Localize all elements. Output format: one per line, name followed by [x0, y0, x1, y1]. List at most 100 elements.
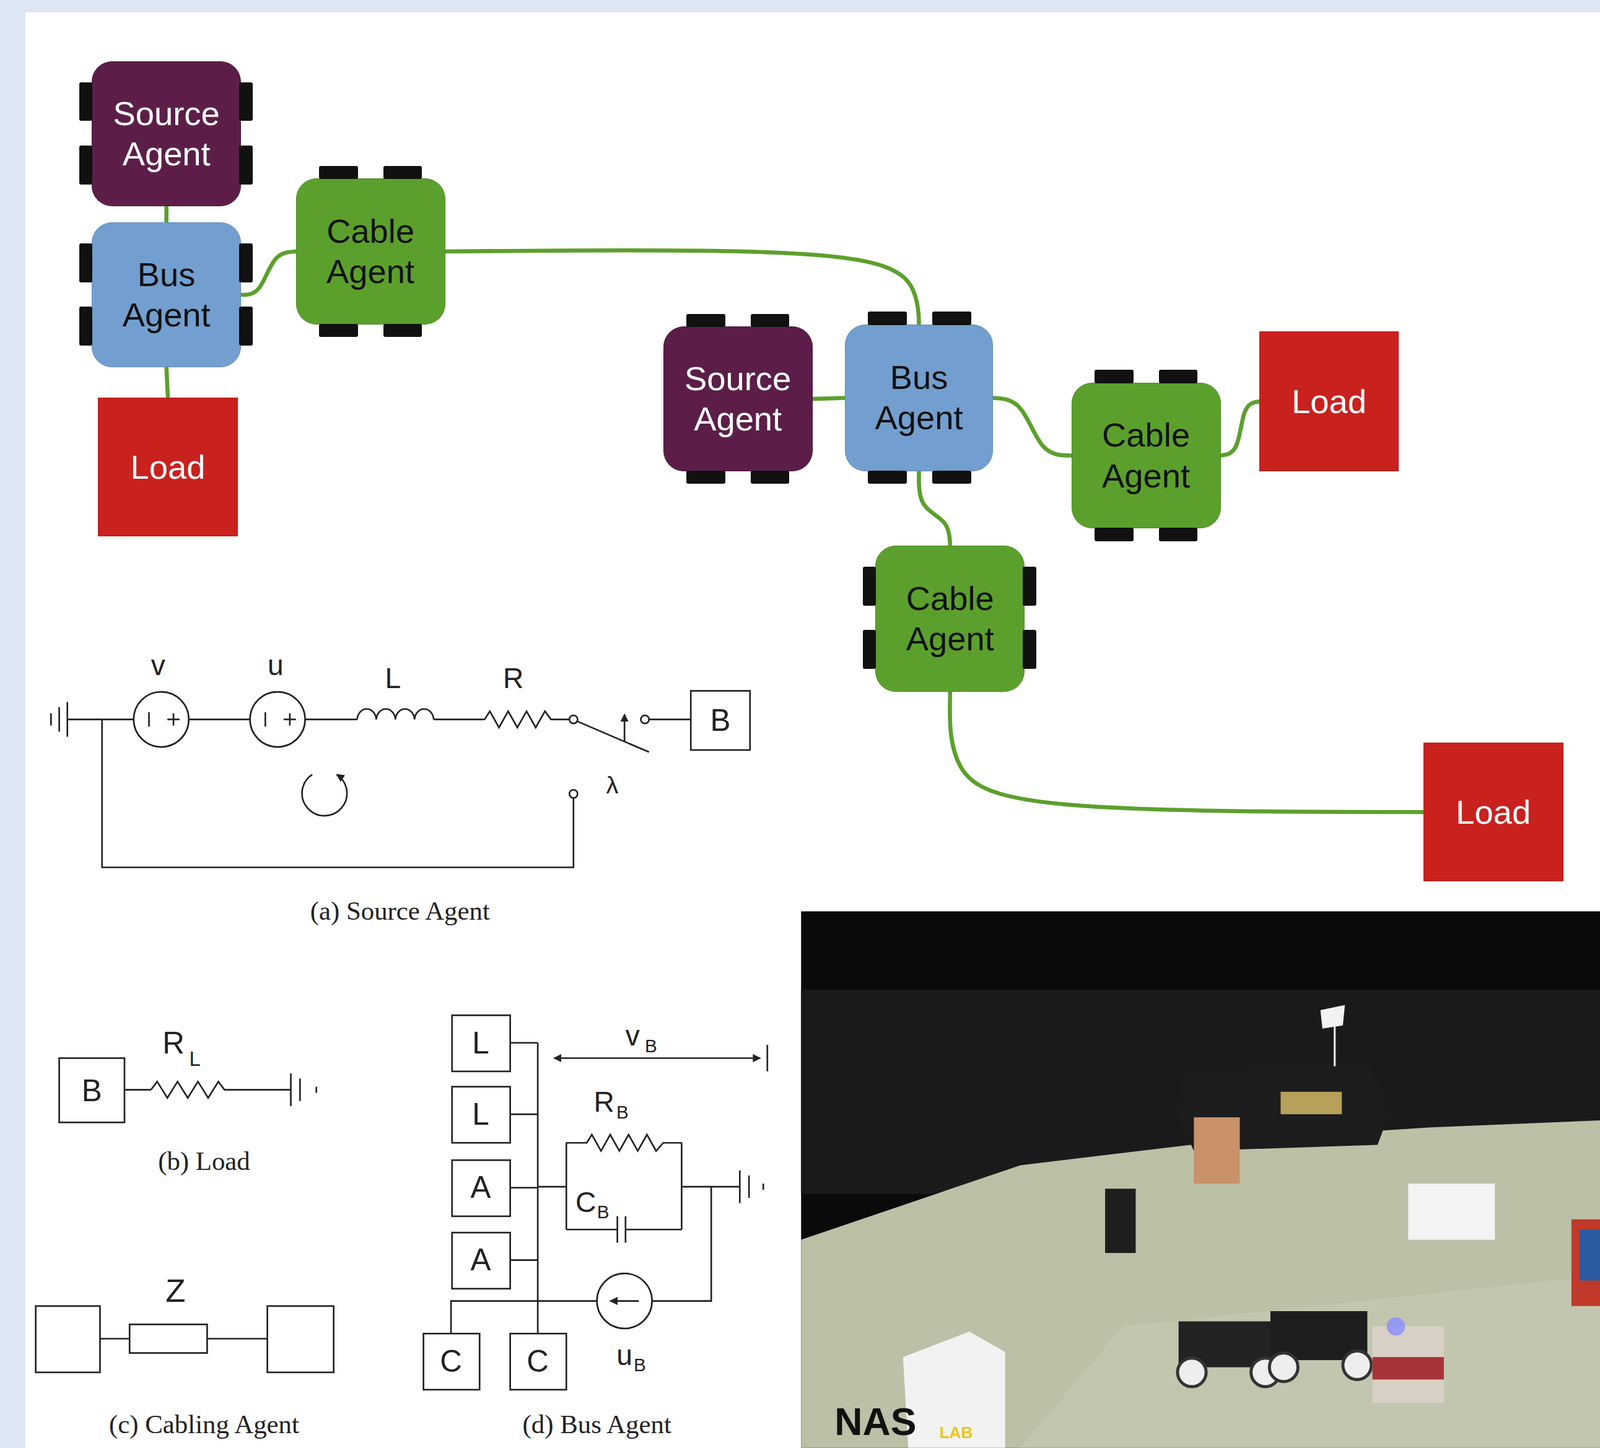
wheel — [686, 314, 726, 328]
resistor-symbol — [151, 1081, 292, 1098]
pin-name: C — [526, 1346, 549, 1377]
pin-name: C — [439, 1346, 463, 1377]
source-box: Source Agent — [91, 61, 241, 207]
node-label: Load — [130, 447, 206, 488]
source-circuit — [50, 690, 750, 868]
wheel — [383, 323, 423, 337]
symbol-subscript: B — [597, 1202, 610, 1222]
polarity-mark — [172, 713, 175, 726]
wire — [67, 718, 134, 721]
node-label: Bus Agent — [102, 254, 231, 336]
wheel — [750, 470, 790, 484]
wheel — [686, 470, 726, 484]
black-block — [1105, 1188, 1136, 1254]
polarity-mark — [289, 713, 292, 726]
wheel — [1022, 629, 1036, 669]
symbol-label: v — [625, 1021, 640, 1050]
symbol-label: R — [162, 1027, 185, 1058]
blue-object — [1579, 1229, 1600, 1281]
load-box: Load — [1259, 331, 1400, 472]
symbol-subscript: B — [633, 1355, 647, 1375]
connector — [812, 397, 845, 399]
voltage-source — [133, 691, 189, 748]
wheel — [867, 311, 907, 325]
wheel — [79, 145, 93, 185]
symbol-label: u — [616, 1341, 633, 1370]
ground-symbol — [738, 1170, 741, 1204]
wire — [510, 1041, 538, 1044]
wheel — [862, 629, 876, 669]
symbol-label: Z — [165, 1274, 186, 1308]
symbol-label: v — [151, 651, 166, 680]
pin-name: L — [472, 1098, 489, 1130]
wire — [305, 718, 358, 721]
symbol-label: λ — [606, 773, 619, 799]
switch-contact — [569, 715, 578, 724]
subfigure-caption: (b) Load — [157, 1147, 251, 1175]
wheel — [1158, 369, 1198, 383]
wooden-block — [1193, 1117, 1240, 1184]
wheel — [79, 306, 93, 346]
current-source — [597, 1273, 653, 1329]
node-label: Cable Agent — [1082, 415, 1210, 496]
voltage-source — [250, 691, 306, 748]
switch-arrow — [623, 714, 626, 742]
wire — [102, 719, 574, 868]
pin-name: B — [710, 704, 731, 736]
wheel — [319, 166, 359, 180]
switch-arm — [577, 721, 649, 752]
wheel — [79, 243, 93, 283]
wheel — [1022, 566, 1036, 606]
node-label: Load — [1291, 381, 1367, 422]
connector — [1220, 401, 1260, 456]
ground-symbol — [58, 707, 61, 733]
node-label: Load — [1455, 792, 1531, 833]
load-box: Load — [97, 397, 238, 537]
wheel — [239, 82, 253, 122]
node-label: Cable Agent — [306, 211, 435, 292]
cable-box: Cable Agent — [875, 545, 1025, 692]
photo-background — [800, 911, 1600, 1448]
load-box: Load — [1423, 742, 1564, 882]
wheel — [750, 314, 790, 328]
terminal-box — [452, 1160, 511, 1217]
symbol-label: L — [384, 664, 401, 693]
bus-box: Bus Agent — [844, 324, 993, 472]
subfigure-caption: (a) Source Agent — [310, 898, 490, 925]
symbol-label: C — [575, 1187, 596, 1216]
wire — [537, 1186, 567, 1189]
robot-flag — [1320, 1005, 1346, 1029]
wheel — [239, 145, 253, 185]
switch-contact — [569, 789, 578, 798]
white-box — [1407, 1183, 1495, 1241]
wheel — [1094, 527, 1134, 541]
floor-shine — [1020, 1275, 1600, 1448]
robot-box — [1372, 1326, 1444, 1404]
source-box: Source Agent — [663, 326, 813, 472]
subfigure-caption: (d) Bus Agent — [522, 1411, 672, 1438]
robot-box — [1372, 1357, 1444, 1380]
wire — [566, 1228, 617, 1231]
pin-name: B — [81, 1075, 103, 1106]
polarity-mark — [148, 712, 150, 727]
node-label: Source Agent — [673, 358, 802, 440]
wire — [188, 718, 251, 721]
symbol-subscript: B — [616, 1103, 629, 1122]
current-arrow — [302, 774, 347, 817]
terminal-box — [690, 690, 751, 751]
wire — [206, 1337, 267, 1340]
bus-box: Bus Agent — [91, 222, 241, 368]
polarity-mark — [264, 712, 267, 727]
terminal-box — [452, 1232, 511, 1290]
bus-circuit — [423, 1015, 768, 1391]
resistor-symbol — [484, 711, 570, 728]
ground-symbol — [50, 713, 53, 726]
wire — [625, 1228, 682, 1231]
wheel — [319, 323, 359, 337]
terminal-box — [510, 1333, 567, 1391]
wire — [433, 718, 485, 721]
terminal-box — [452, 1015, 511, 1072]
wire — [510, 1113, 538, 1116]
